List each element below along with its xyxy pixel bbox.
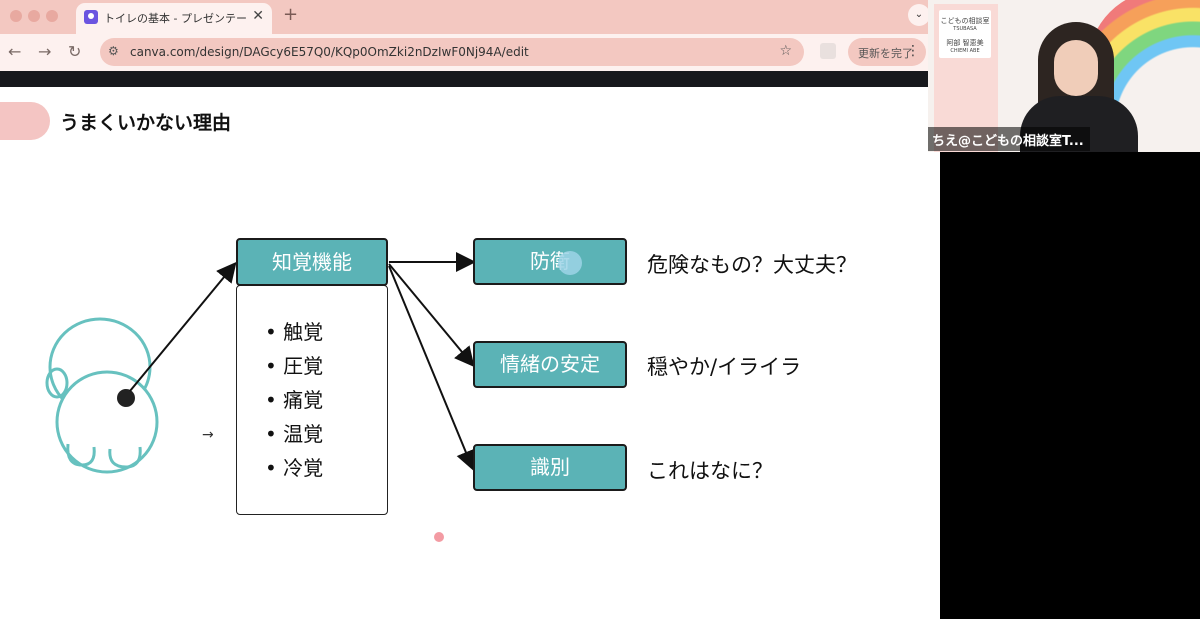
new-tab-button[interactable]: + bbox=[283, 4, 299, 25]
list-item: • 圧覚 bbox=[265, 354, 324, 378]
forward-button[interactable]: → bbox=[38, 42, 52, 61]
canva-top-bar bbox=[0, 71, 940, 87]
senses-list: • 触覚 • 圧覚 • 痛覚 • 温覚 • 冷覚 bbox=[236, 285, 388, 515]
slide-title: うまくいかない理由 bbox=[60, 112, 232, 134]
poster-line: 阿部 智恵美 bbox=[946, 39, 984, 47]
address-bar[interactable]: ⚙ canva.com/design/DAGcy6E57Q0/KQp0OmZki… bbox=[100, 38, 804, 66]
touch-point-icon bbox=[117, 389, 135, 407]
diagram-canvas bbox=[45, 252, 476, 474]
baby-illustration bbox=[45, 317, 159, 474]
window-close-dot[interactable] bbox=[10, 10, 22, 22]
update-label: 更新を完了 bbox=[858, 47, 913, 60]
small-arrow-icon: → bbox=[202, 427, 214, 443]
window-maximize-dot[interactable] bbox=[46, 10, 58, 22]
browser-window: トイレの基本 - プレゼンテーシ ✕ + ⌄ ← → ↻ ⚙ canva.com… bbox=[0, 0, 940, 619]
arrow-to-emotion bbox=[388, 263, 475, 368]
extension-icon[interactable] bbox=[820, 43, 836, 59]
browser-menu-icon[interactable]: ⋮ bbox=[906, 43, 920, 59]
webcam-feed: こどもの相談室 TSUBASA 阿部 智恵美 CHIEMI ABE bbox=[928, 0, 1200, 152]
update-button[interactable]: 更新を完了 ⋮ bbox=[848, 38, 926, 66]
person-face bbox=[1054, 40, 1098, 96]
defense-description: 危険なもの？大丈夫？ bbox=[647, 253, 857, 277]
title-accent-pill bbox=[0, 102, 50, 140]
poster-line: TSUBASA bbox=[953, 26, 977, 32]
back-button[interactable]: ← bbox=[8, 42, 22, 61]
window-minimize-dot[interactable] bbox=[28, 10, 40, 22]
url-text[interactable]: canva.com/design/DAGcy6E57Q0/KQp0OmZki2n… bbox=[130, 45, 529, 59]
discrimination-box[interactable]: 識別 bbox=[473, 444, 627, 491]
reload-button[interactable]: ↻ bbox=[68, 42, 82, 61]
canva-favicon-icon bbox=[84, 10, 98, 24]
arrow-to-discrimination bbox=[388, 265, 476, 471]
tab-title: トイレの基本 - プレゼンテーシ bbox=[104, 12, 246, 25]
emotion-description: 穏やか/イライラ bbox=[647, 355, 802, 379]
list-item: • 痛覚 bbox=[265, 388, 324, 412]
tab-search-button[interactable]: ⌄ bbox=[908, 4, 930, 26]
list-item: • 温覚 bbox=[265, 422, 324, 446]
poster-line: こどもの相談室 bbox=[940, 17, 990, 25]
bookmark-star-icon[interactable]: ☆ bbox=[779, 43, 792, 59]
perception-box[interactable]: 知覚機能 bbox=[236, 238, 388, 286]
tab-active[interactable]: トイレの基本 - プレゼンテーシ ✕ bbox=[76, 3, 272, 34]
defense-box[interactable]: 防衛 bbox=[473, 238, 627, 285]
arrow-baby-to-perception bbox=[129, 261, 237, 392]
browser-toolbar: ← → ↻ ⚙ canva.com/design/DAGcy6E57Q0/KQp… bbox=[0, 34, 940, 71]
mouse-cursor-highlight bbox=[558, 251, 582, 275]
poster-card: こどもの相談室 TSUBASA 阿部 智恵美 CHIEMI ABE bbox=[939, 10, 991, 58]
participant-name-label: ちえ@こどもの相談室T... bbox=[928, 127, 1090, 151]
tab-close-icon[interactable]: ✕ bbox=[252, 8, 264, 24]
list-item: • 触覚 bbox=[265, 320, 324, 344]
site-info-icon[interactable]: ⚙ bbox=[108, 44, 119, 58]
list-item: • 冷覚 bbox=[265, 456, 324, 480]
emotion-box[interactable]: 情緒の安定 bbox=[473, 341, 627, 388]
tab-bar: トイレの基本 - プレゼンテーシ ✕ + ⌄ bbox=[0, 0, 940, 34]
pink-dot bbox=[434, 532, 444, 542]
discrimination-description: これはなに？ bbox=[647, 459, 773, 483]
presentation-slide: うまくいかない理由 • bbox=[0, 87, 940, 619]
poster-line: CHIEMI ABE bbox=[950, 48, 980, 54]
